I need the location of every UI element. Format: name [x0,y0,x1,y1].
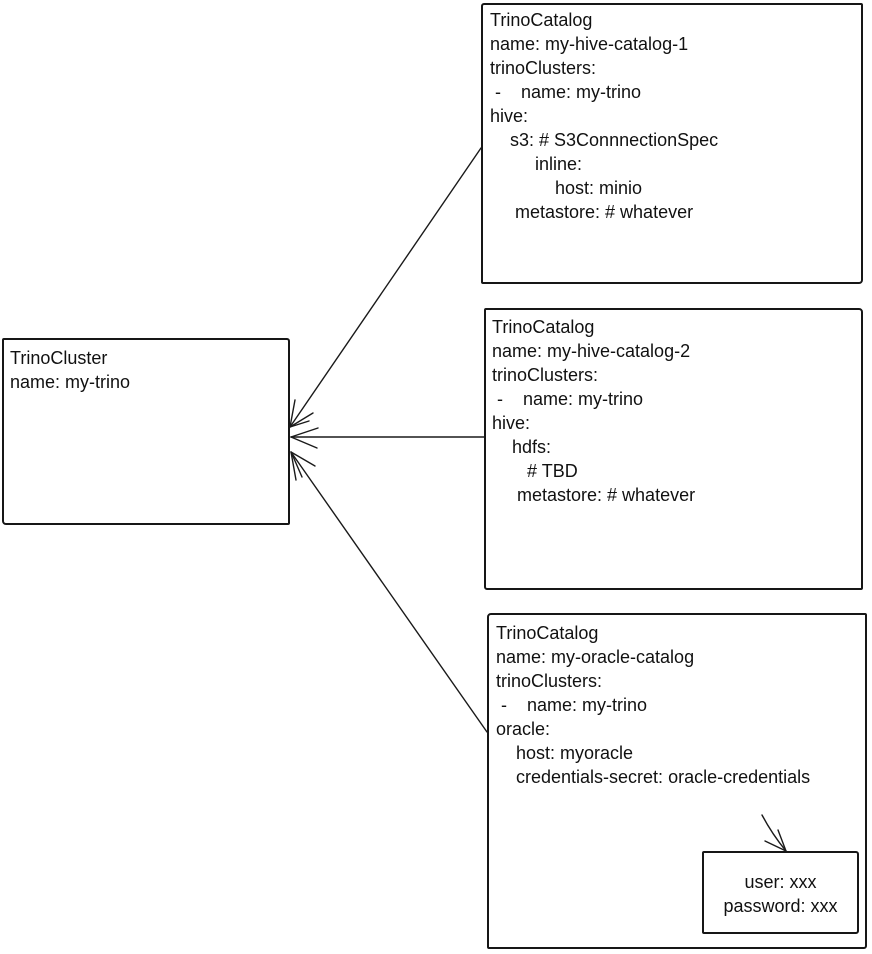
catalog-kind-label: TrinoCatalog [492,317,595,337]
yaml-line: - name: my-trino [492,389,644,409]
arrowhead-left-icon [290,427,319,449]
catalog-name-label: name: my-oracle-catalog [496,647,695,667]
yaml-line: trinoClusters: [490,58,597,78]
yaml-line: metastore: # whatever [492,485,696,505]
cluster-kind-label: TrinoCluster [10,348,108,368]
catalog-name-label: name: my-hive-catalog-2 [492,341,691,361]
yaml-line: credentials-secret: oracle-credentials [496,767,811,787]
yaml-line: hdfs: [492,437,552,457]
secret-password-label: password: xxx [723,896,838,916]
connector-catalog1-to-cluster [289,147,482,428]
yaml-line: host: minio [490,178,643,198]
yaml-line: hive: [490,106,529,126]
trino-catalog-1-box: TrinoCatalog name: my-hive-catalog-1 tri… [481,3,863,284]
arrowhead-left-icon [289,399,314,428]
oracle-credentials-secret-box: user: xxx password: xxx [702,851,859,934]
yaml-line: metastore: # whatever [490,202,694,222]
catalog-kind-label: TrinoCatalog [490,10,593,30]
catalog-name-label: name: my-hive-catalog-1 [490,34,689,54]
secret-user-label: user: xxx [744,872,817,892]
arrowhead-left-icon [290,451,316,481]
yaml-line: host: myoracle [496,743,634,763]
yaml-line: hive: [492,413,531,433]
yaml-line: trinoClusters: [492,365,599,385]
connector-catalog3-to-cluster [290,451,488,733]
catalog-kind-label: TrinoCatalog [496,623,599,643]
trino-cluster-box: TrinoCluster name: my-trino [2,338,290,525]
yaml-line: - name: my-trino [496,695,648,715]
yaml-line: - name: my-trino [490,82,642,102]
connector-catalog2-to-cluster [290,427,485,449]
yaml-line: trinoClusters: [496,671,603,691]
yaml-line: inline: [490,154,583,174]
yaml-line: s3: # S3ConnnectionSpec [490,130,719,150]
yaml-line: # TBD [492,461,578,481]
cluster-name-label: name: my-trino [10,372,131,392]
yaml-line: oracle: [496,719,551,739]
trino-catalog-2-box: TrinoCatalog name: my-hive-catalog-2 tri… [484,308,863,590]
trino-catalog-3-box: TrinoCatalog name: my-oracle-catalog tri… [487,613,867,949]
